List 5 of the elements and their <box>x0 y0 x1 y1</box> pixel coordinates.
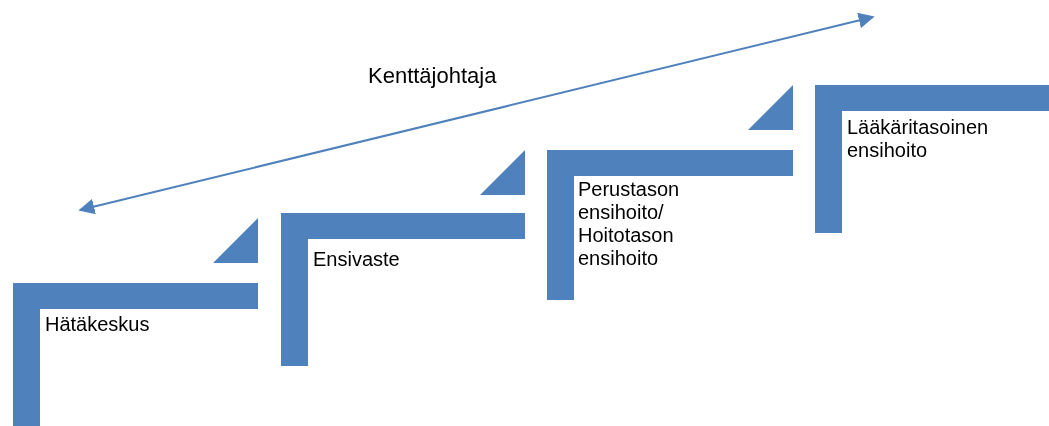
step-label: Ensivaste <box>313 248 400 271</box>
arrow-label: Kenttäjohtaja <box>368 64 497 87</box>
step-label: Hätäkeskus <box>45 313 150 336</box>
step-label: Perustason ensihoito/ Hoitotason ensihoito <box>578 178 681 270</box>
step-label: Lääkäritasoinen ensihoito <box>847 116 990 162</box>
